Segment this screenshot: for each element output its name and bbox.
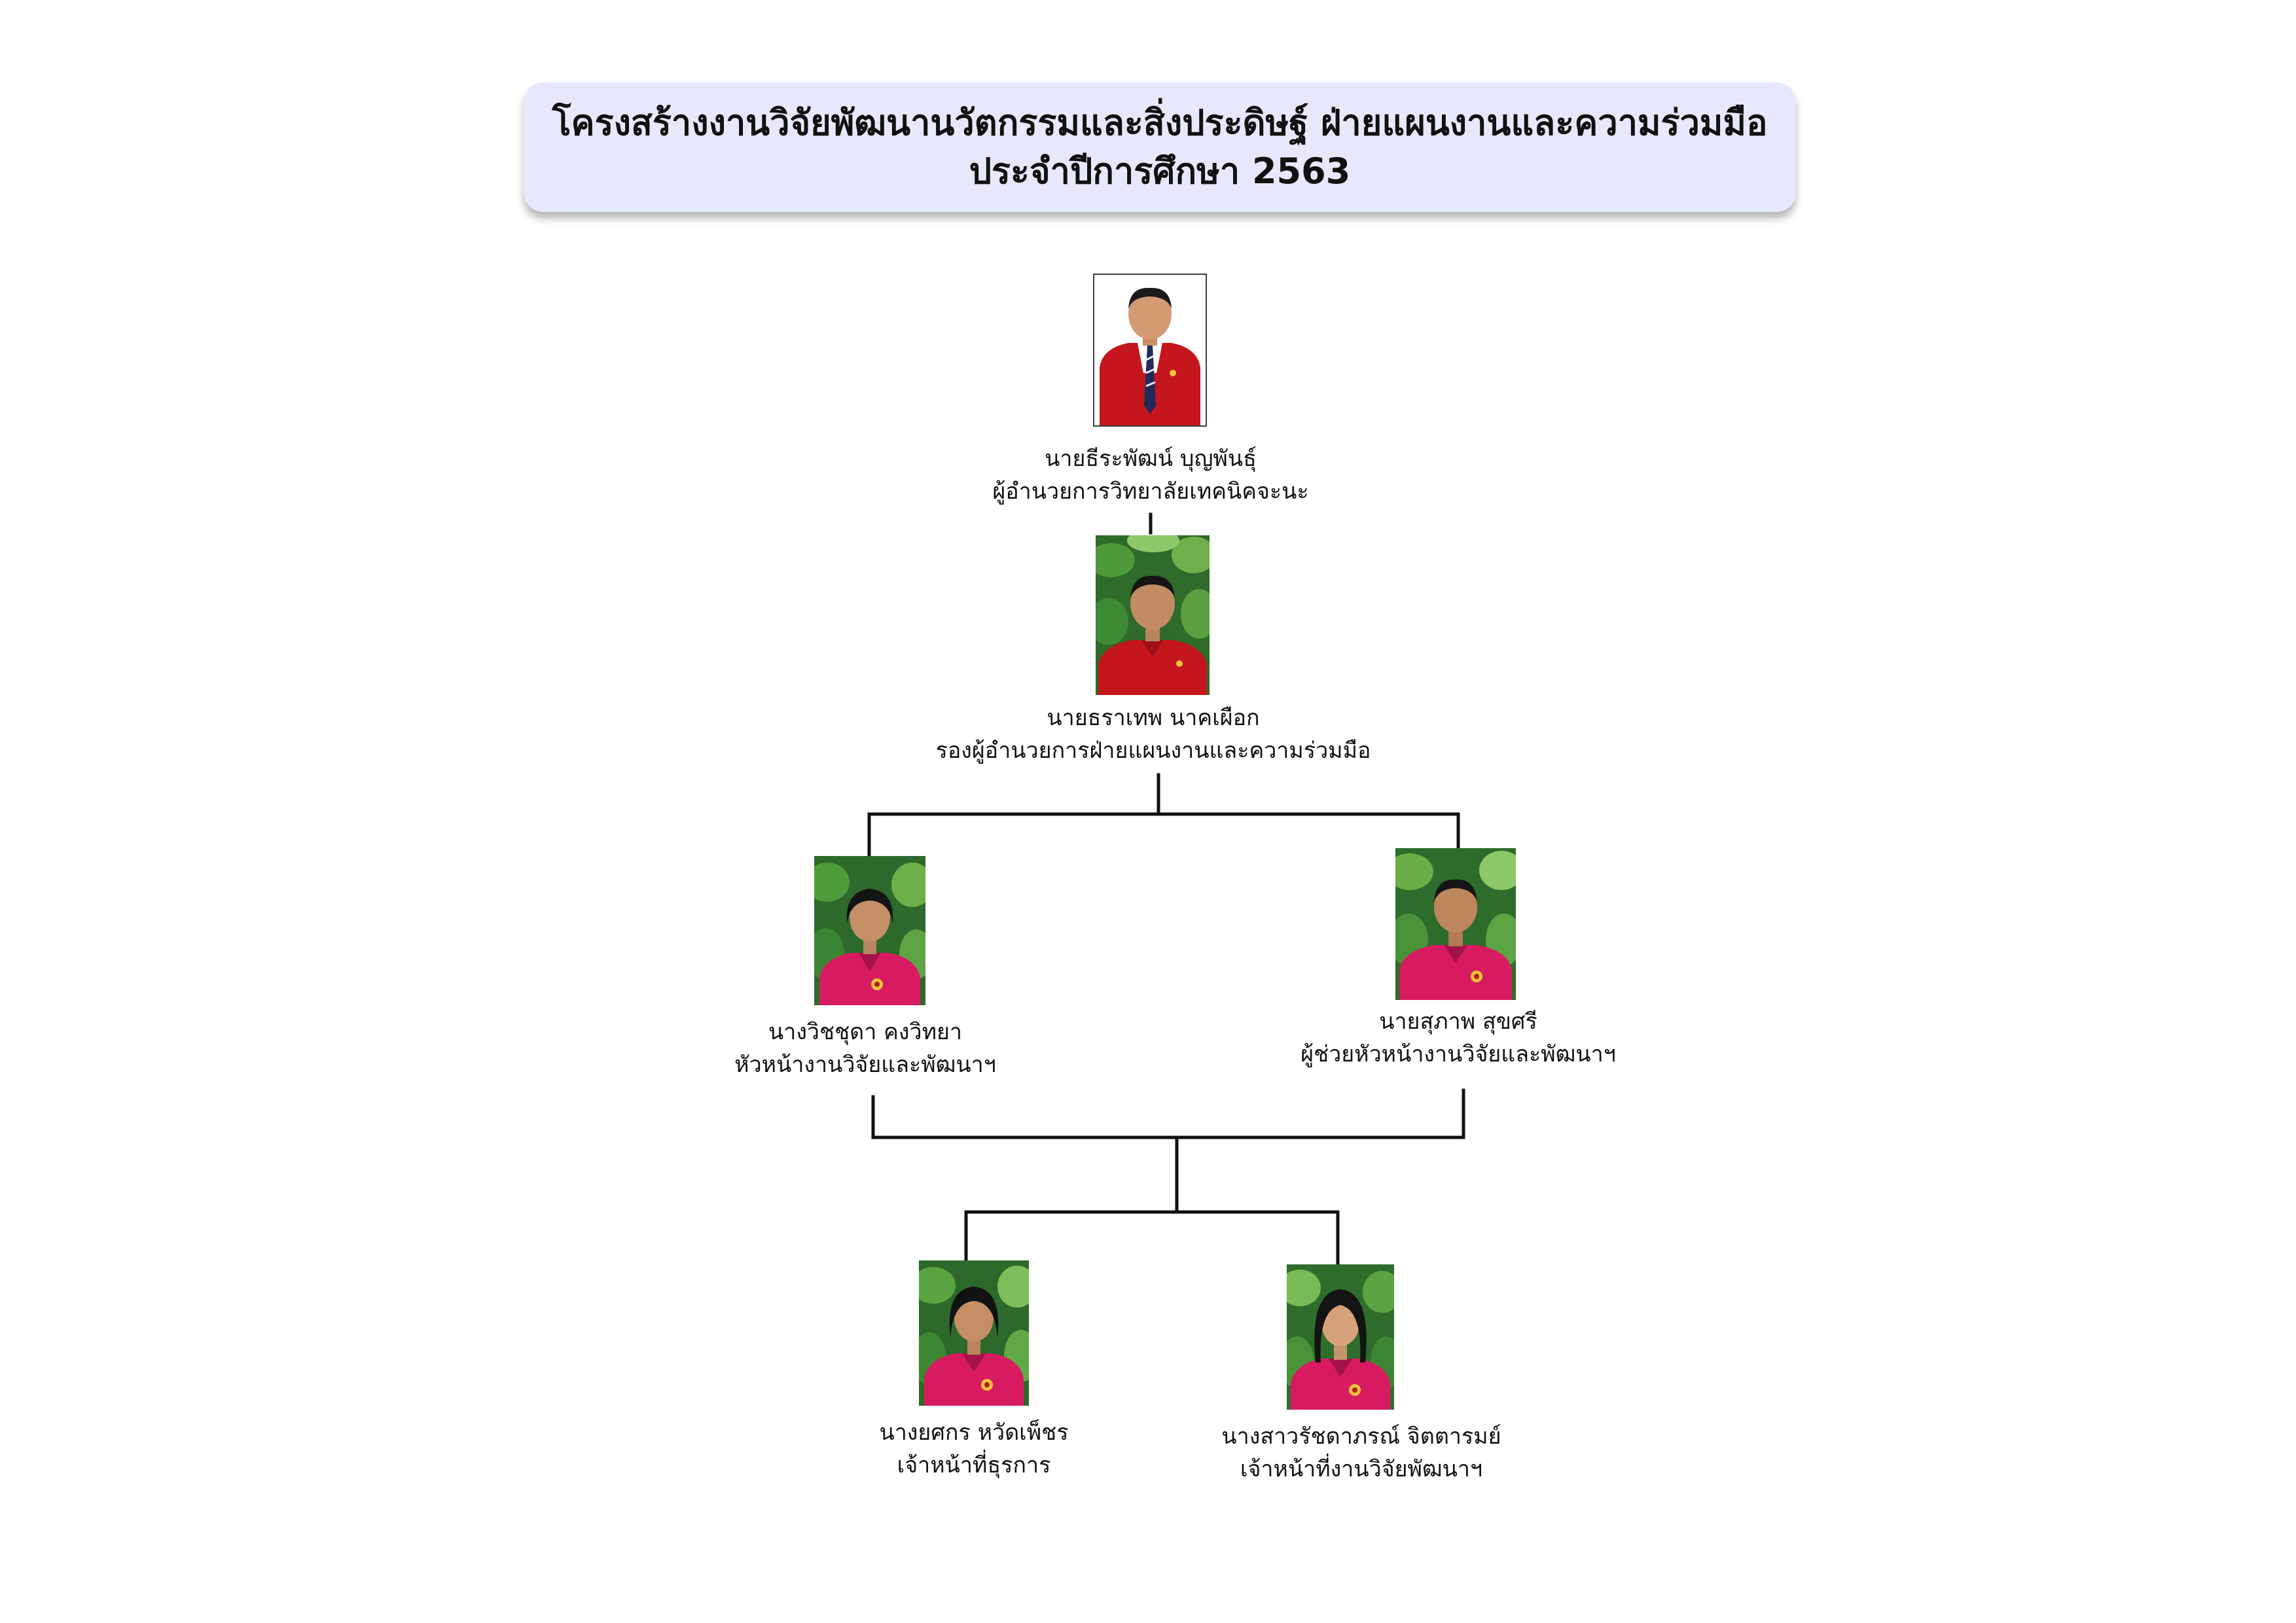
deputy-photo [1096, 535, 1210, 695]
director-name: นายธีระพัฒน์ บุญพันธุ์ [1045, 446, 1257, 472]
assistant-head-name: นายสุภาพ สุขศรี [1379, 1008, 1537, 1035]
research-officer-position: เจ้าหน้าที่งานวิจัยพัฒนาฯ [1240, 1456, 1483, 1482]
deputy-name: นายธราเทพ นาคเผือก [1047, 705, 1260, 731]
head-name: นางวิชชุดา คงวิทยา [768, 1019, 963, 1045]
chart-title-box: โครงสร้างงานวิจัยพัฒนานวัตกรรมและสิ่งประ… [524, 82, 1796, 212]
admin-officer-name: นางยศกร หวัดเพ็ชร [879, 1419, 1069, 1446]
head-photo [814, 856, 925, 1005]
director-caption: นายธีระพัฒน์ บุญพันธุ์ ผู้อำนวยการวิทยาล… [992, 442, 1308, 508]
research-officer-name: นางสาวรัชดาภรณ์ จิตตารมย์ [1221, 1423, 1501, 1450]
head-position: หัวหน้างานวิจัยและพัฒนาฯ [734, 1052, 996, 1078]
deputy-position: รองผู้อำนวยการฝ่ายแผนงานและความร่วมมือ [935, 738, 1371, 764]
chart-title-line-2: ประจำปีการศึกษา 2563 [969, 151, 1351, 192]
admin-officer-photo [919, 1260, 1029, 1406]
head-caption: นางวิชชุดา คงวิทยา หัวหน้างานวิจัยและพัฒ… [734, 1016, 996, 1081]
admin-officer-caption: นางยศกร หวัดเพ็ชร เจ้าหน้าที่ธุรการ [879, 1416, 1068, 1482]
assistant-head-caption: นายสุภาพ สุขศรี ผู้ช่วยหัวหน้างานวิจัยแล… [1300, 1005, 1616, 1071]
assistant-head-photo [1395, 848, 1516, 1000]
director-photo [1094, 275, 1206, 425]
director-position: ผู้อำนวยการวิทยาลัยเทคนิคจะนะ [992, 478, 1309, 505]
research-officer-photo [1287, 1264, 1394, 1410]
assistant-head-position: ผู้ช่วยหัวหน้างานวิจัยและพัฒนาฯ [1300, 1041, 1616, 1067]
research-officer-caption: นางสาวรัชดาภรณ์ จิตตารมย์ เจ้าหน้าที่งาน… [1221, 1420, 1501, 1486]
chart-title-line-1: โครงสร้างงานวิจัยพัฒนานวัตกรรมและสิ่งประ… [552, 102, 1768, 143]
deputy-caption: นายธราเทพ นาคเผือก รองผู้อำนวยการฝ่ายแผน… [936, 702, 1371, 767]
admin-officer-position: เจ้าหน้าที่ธุรการ [897, 1452, 1051, 1478]
